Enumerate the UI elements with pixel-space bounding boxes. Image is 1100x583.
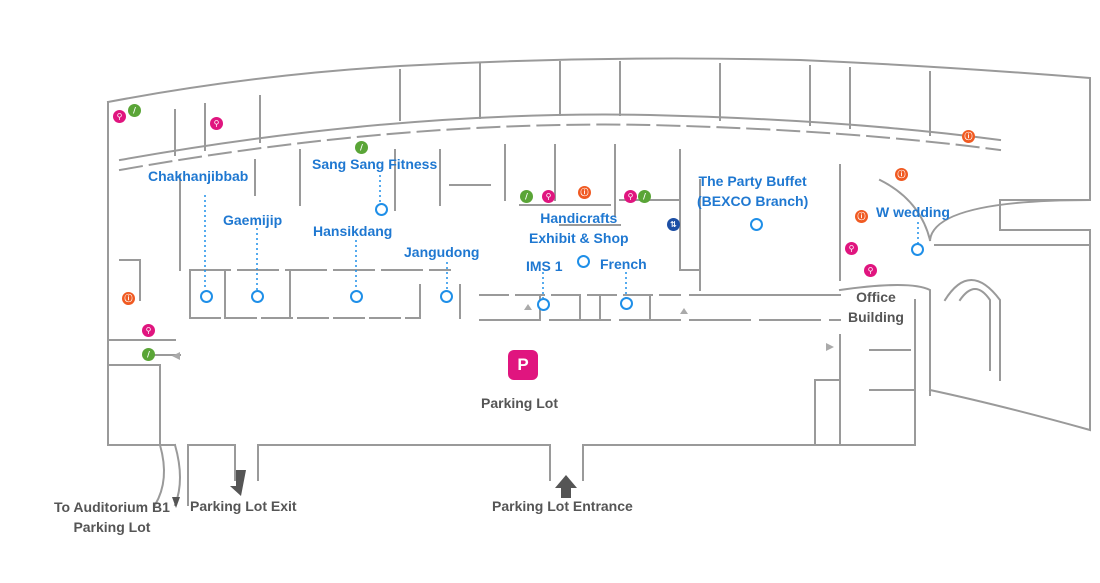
location-pin-jangudong[interactable] <box>440 290 453 303</box>
venue-label-line-2: (BEXCO Branch) <box>697 193 809 209</box>
venue-label-sang-sang-fitness[interactable]: Sang Sang Fitness <box>312 156 438 172</box>
location-pin-french[interactable] <box>620 297 633 310</box>
location-pin-ims1[interactable] <box>537 298 550 311</box>
location-pin-gaemijip[interactable] <box>251 290 264 303</box>
location-pin-sang-sang-fitness[interactable] <box>375 203 388 216</box>
smoking-area-icon: / <box>142 348 155 361</box>
smoking-area-icon: / <box>638 190 651 203</box>
office-label-line-1: Office <box>856 289 896 305</box>
venue-label-ims1[interactable]: IMS 1 <box>526 258 563 274</box>
venue-label-handicrafts[interactable]: Handicrafts Exhibit & Shop <box>529 208 629 248</box>
parking-lot-label: Parking Lot <box>481 395 559 411</box>
office-label-line-2: Building <box>848 309 904 325</box>
venue-label-hansikdang[interactable]: Hansikdang <box>313 223 393 239</box>
auditorium-label-line-2: Parking Lot <box>73 519 151 535</box>
venue-label-party-buffet[interactable]: The Party Buffet (BEXCO Branch) <box>697 171 808 211</box>
location-pin-hansikdang[interactable] <box>350 290 363 303</box>
venue-label-french[interactable]: French <box>600 256 647 272</box>
fire-extinguisher-icon: ⓘ <box>578 186 591 199</box>
restroom-icon: ⚲ <box>210 117 223 130</box>
venue-label-w-wedding[interactable]: W wedding <box>876 204 950 220</box>
parking-lot-exit-label[interactable]: Parking Lot Exit <box>190 498 297 514</box>
location-pin-party-buffet[interactable] <box>750 218 763 231</box>
venue-label-line-2: Exhibit & Shop <box>529 230 629 246</box>
fire-extinguisher-icon: ⓘ <box>962 130 975 143</box>
restroom-icon: ⚲ <box>542 190 555 203</box>
restroom-icon: ⚲ <box>113 110 126 123</box>
smoking-area-icon: / <box>128 104 141 117</box>
location-pin-handicrafts[interactable] <box>577 255 590 268</box>
venue-label-gaemijip[interactable]: Gaemijip <box>223 212 283 228</box>
elevator-icon: ⇅ <box>667 218 680 231</box>
restroom-icon: ⚲ <box>142 324 155 337</box>
office-building-label: Office Building <box>848 287 904 327</box>
auditorium-b1-label[interactable]: To Auditorium B1 Parking Lot <box>54 497 170 537</box>
restroom-icon: ⚲ <box>845 242 858 255</box>
parking-icon: P <box>508 350 538 380</box>
smoking-area-icon: / <box>520 190 533 203</box>
fire-extinguisher-icon: ⓘ <box>855 210 868 223</box>
restroom-icon: ⚲ <box>624 190 637 203</box>
venue-label-line-1: The Party Buffet <box>698 173 807 189</box>
location-pin-chakhanjibbab[interactable] <box>200 290 213 303</box>
fire-extinguisher-icon: ⓘ <box>895 168 908 181</box>
smoking-area-icon: / <box>355 141 368 154</box>
venue-label-line-1: Handicrafts <box>540 210 618 226</box>
fire-extinguisher-icon: ⓘ <box>122 292 135 305</box>
parking-lot-entrance-label[interactable]: Parking Lot Entrance <box>492 498 633 514</box>
location-pin-w-wedding[interactable] <box>911 243 924 256</box>
venue-label-chakhanjibbab[interactable]: Chakhanjibbab <box>148 168 249 184</box>
venue-label-jangudong[interactable]: Jangudong <box>404 244 480 260</box>
restroom-icon: ⚲ <box>864 264 877 277</box>
auditorium-label-line-1: To Auditorium B1 <box>54 499 170 515</box>
